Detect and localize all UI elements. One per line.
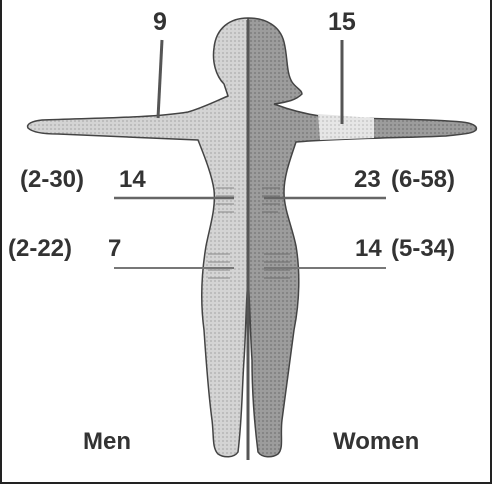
men-label: Men xyxy=(83,430,131,454)
leader-men-top xyxy=(158,40,162,118)
men-top-value: 9 xyxy=(153,10,167,35)
women-top-value: 15 xyxy=(328,10,356,35)
men-low-range: (2-22) xyxy=(8,237,72,261)
men-mid-value: 14 xyxy=(119,168,146,192)
women-mid-value: 23 xyxy=(354,168,381,192)
men-mid-range: (2-30) xyxy=(20,168,84,192)
men-low-value: 7 xyxy=(108,237,121,261)
women-low-range: (5-34) xyxy=(391,237,455,261)
women-mid-range: (6-58) xyxy=(391,168,455,192)
women-low-value: 14 xyxy=(355,237,382,261)
women-arm-patch xyxy=(318,114,374,140)
women-label: Women xyxy=(333,430,419,454)
